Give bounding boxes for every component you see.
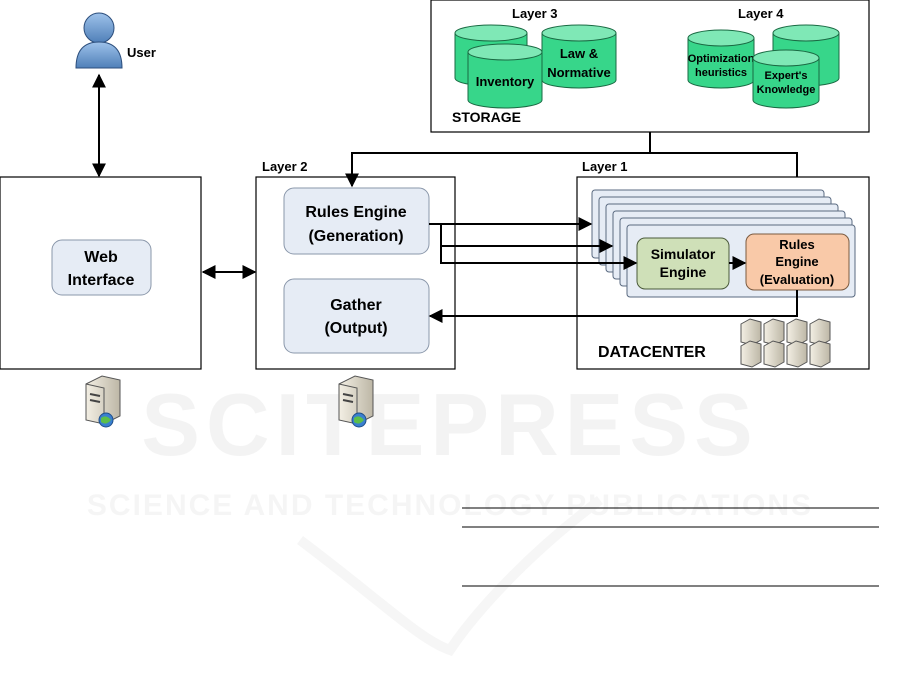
inventory-label: Inventory xyxy=(476,74,535,89)
datacenter-label: DATACENTER xyxy=(598,344,706,361)
user-icon xyxy=(76,13,122,68)
law-normative-label-2: Normative xyxy=(547,65,611,80)
watermark: SCITEPRESS SCIENCE AND TECHNOLOGY PUBLIC… xyxy=(87,375,813,650)
rules-engine-evaluation-label-1: Rules xyxy=(779,237,814,252)
rules-engine-evaluation-label-2: Engine xyxy=(775,254,818,269)
server-globe-icon xyxy=(86,376,120,427)
layer3-title: Layer 3 xyxy=(512,6,558,21)
watermark-main: SCITEPRESS xyxy=(141,375,758,474)
rules-engine-generation-label-2: (Generation) xyxy=(308,228,403,245)
simulator-engine-label-2: Engine xyxy=(660,264,707,280)
simulator-engine-label-1: Simulator xyxy=(651,246,716,262)
gather-output-label-2: (Output) xyxy=(324,320,387,337)
watermark-swoosh xyxy=(300,500,600,650)
optimization-label-2: heuristics xyxy=(695,67,747,79)
user-label: User xyxy=(127,45,156,60)
experts-knowledge-label-1: Expert's xyxy=(765,70,808,82)
watermark-sub: SCIENCE AND TECHNOLOGY PUBLICATIONS xyxy=(87,489,813,522)
layer2-title: Layer 2 xyxy=(262,159,308,174)
law-normative-label-1: Law & xyxy=(560,46,598,61)
web-interface-label-2: Interface xyxy=(68,272,135,289)
gather-output-label-1: Gather xyxy=(330,297,382,314)
gather-output-box[interactable] xyxy=(284,279,429,353)
rules-engine-evaluation-label-3: (Evaluation) xyxy=(760,272,834,287)
experts-knowledge-label-2: Knowledge xyxy=(757,84,816,96)
optimization-label-1: Optimization xyxy=(688,53,755,65)
rules-engine-generation-label-1: Rules Engine xyxy=(305,204,406,221)
layer4-title: Layer 4 xyxy=(738,6,784,21)
web-interface-label-1: Web xyxy=(84,249,118,266)
layer1-title: Layer 1 xyxy=(582,159,628,174)
storage-label: STORAGE xyxy=(452,109,521,125)
